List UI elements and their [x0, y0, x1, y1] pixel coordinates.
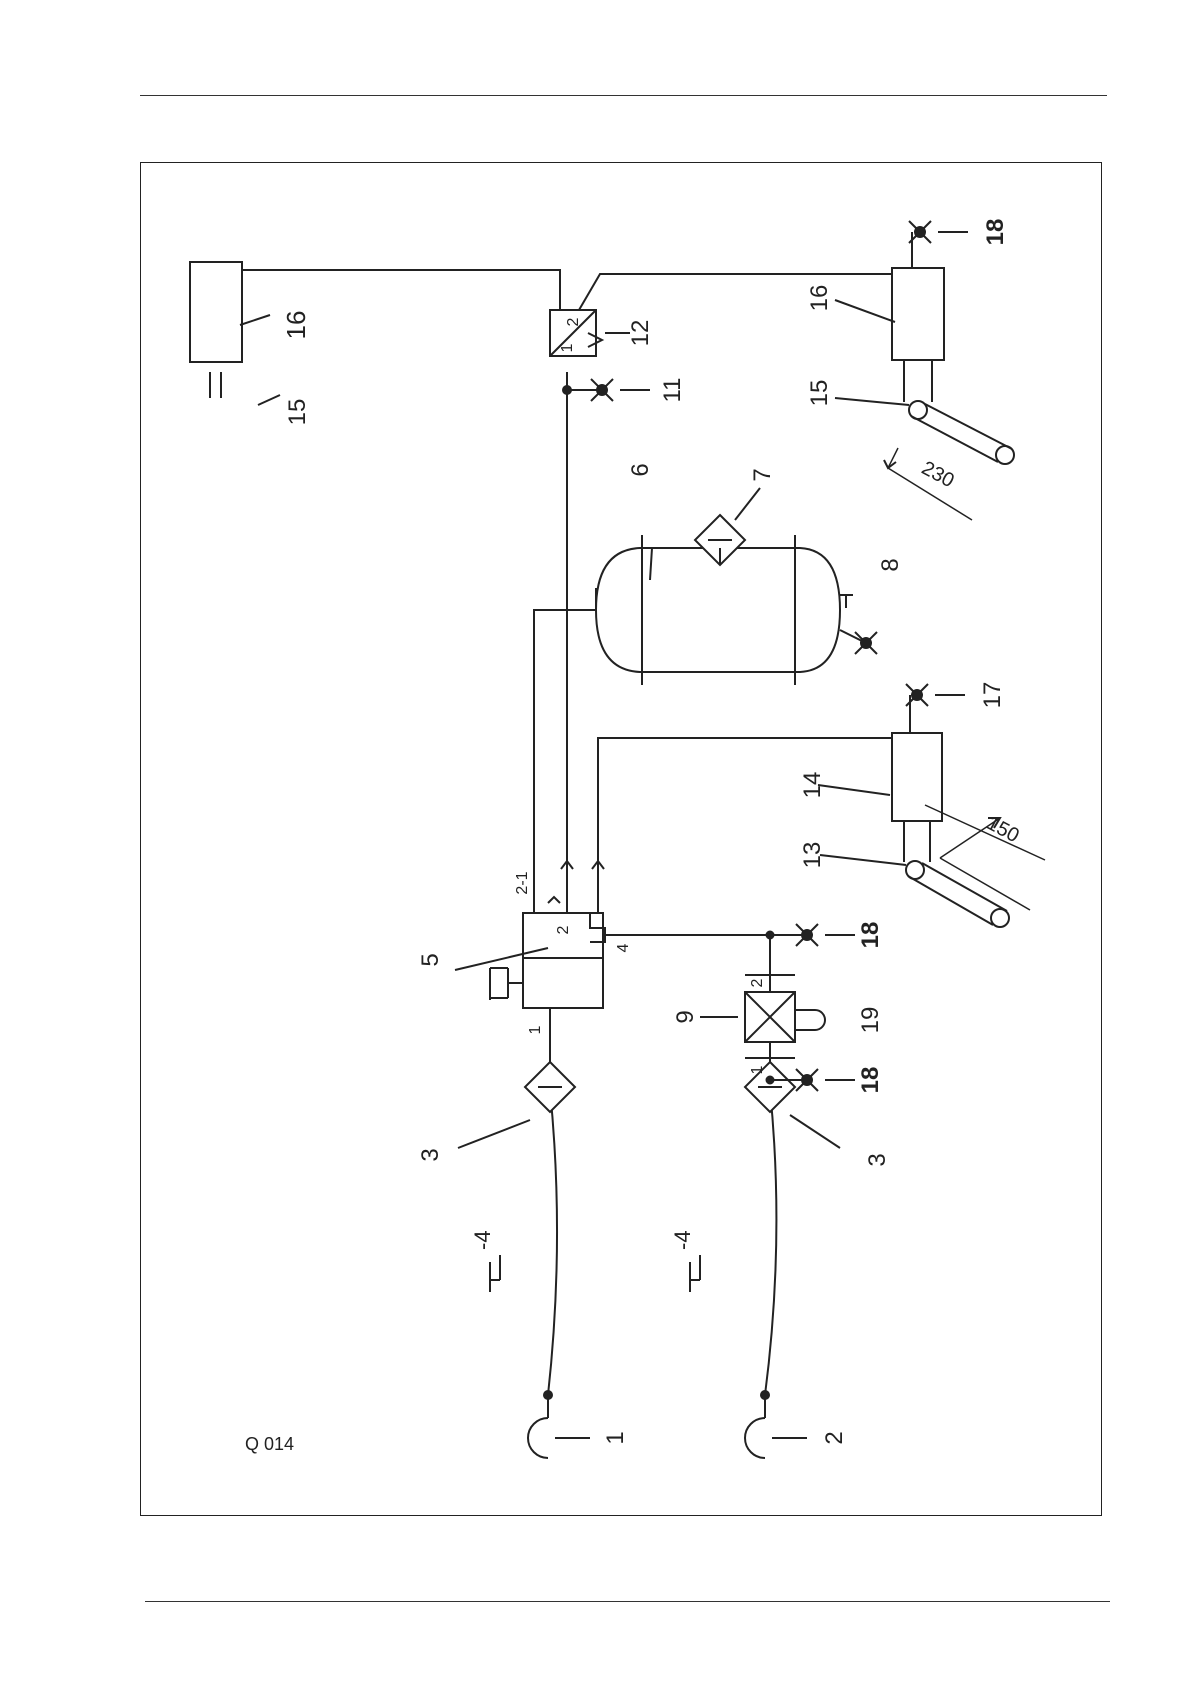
port-5-control: 4 [615, 943, 632, 952]
callout-18-upper: 18 [857, 922, 884, 949]
test-point-11 [563, 379, 650, 401]
callout-6: 6 [627, 463, 654, 476]
reservoir-filter-7 [695, 488, 760, 565]
callout-2: 2 [821, 1431, 848, 1444]
callout-1: 1 [602, 1431, 629, 1444]
port-9-in: 1 [749, 1065, 766, 1074]
port-5-top: 2-1 [514, 871, 531, 894]
callout-14: 14 [799, 772, 826, 799]
callout-9: 9 [672, 1010, 699, 1023]
label-code: Q 014 [245, 1434, 294, 1454]
port-5-out: 2 [555, 925, 572, 934]
callout-15-handwritten: 15 [284, 399, 311, 426]
brake-cylinder-16 [835, 232, 944, 402]
callout-5: 5 [417, 953, 444, 966]
test-point-17 [906, 684, 965, 706]
ground-symbol-lower [690, 1255, 700, 1292]
callout-13: 13 [799, 842, 826, 869]
port-9-out: 2 [749, 978, 766, 987]
port-12-out: 2 [565, 317, 582, 326]
ground-symbol-upper [490, 1255, 500, 1292]
callout-17: 17 [979, 682, 1006, 709]
test-point-18-top [909, 221, 968, 243]
coupling-head-2 [745, 1090, 807, 1458]
callout-16: 16 [806, 285, 833, 312]
callout-16-handwritten: 16 [281, 311, 311, 340]
callout-11: 11 [659, 378, 686, 403]
callout-15: 15 [806, 380, 833, 407]
callout-19: 19 [857, 1007, 884, 1034]
callout-4-lower: -4 [670, 1230, 695, 1250]
callout-3-upper: 3 [417, 1148, 444, 1161]
control-valve-5 [455, 913, 605, 1008]
callout-18-lower: 18 [857, 1067, 884, 1094]
drain-valve-8 [839, 595, 877, 654]
linkage-15 [835, 398, 1014, 520]
port-5-in: 1 [527, 1025, 544, 1034]
coupling-head-1 [528, 1090, 590, 1458]
callout-3-lower: 3 [864, 1153, 891, 1166]
callout-4-upper: -4 [470, 1230, 495, 1250]
dimension-230: 230 [918, 457, 958, 492]
flow-arrows [548, 861, 604, 903]
callout-7: 7 [749, 468, 776, 481]
port-12-in: 1 [559, 343, 576, 352]
brake-cylinder-14 [818, 695, 942, 862]
callout-12: 12 [627, 320, 654, 347]
test-point-18-upper [767, 924, 856, 946]
callout-18-top: 18 [982, 219, 1009, 246]
line-filter-3-upper [458, 1062, 575, 1148]
cylinder-16-upper-left [190, 262, 280, 405]
callout-8: 8 [877, 558, 904, 571]
